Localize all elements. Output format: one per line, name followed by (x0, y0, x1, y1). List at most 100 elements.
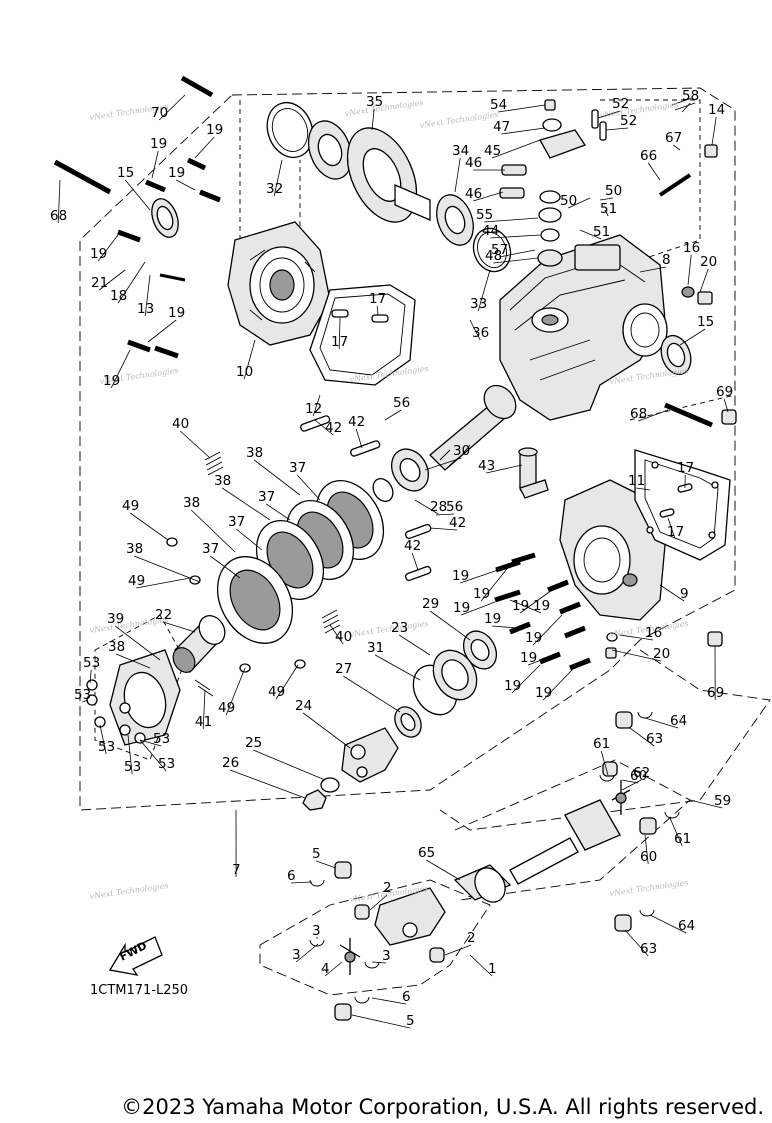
leader-35 (371, 108, 375, 131)
callout-63: 63 (646, 731, 663, 747)
leader-43 (486, 464, 523, 474)
leader-23 (398, 634, 431, 656)
callout-56: 56 (446, 499, 463, 515)
callout-50: 50 (560, 193, 577, 209)
leader-40 (179, 430, 211, 459)
leader-19 (110, 349, 131, 389)
leader-19 (461, 601, 496, 616)
callout-33: 33 (470, 296, 487, 312)
callout-19: 19 (103, 373, 120, 389)
leader-19 (97, 234, 119, 262)
callout-30: 30 (453, 443, 470, 459)
callout-59: 59 (714, 793, 731, 809)
leader-26 (230, 769, 306, 799)
callout-5: 5 (312, 846, 321, 862)
callout-16: 16 (683, 240, 700, 256)
sleeve-31 (412, 649, 478, 716)
leader-51 (579, 229, 602, 240)
callout-68: 68 (50, 208, 67, 224)
leader-45 (492, 139, 541, 159)
leader-19 (511, 664, 541, 694)
callout-42: 42 (449, 515, 466, 531)
callout-37: 37 (258, 489, 275, 505)
callout-34: 34 (452, 143, 469, 159)
leader-50 (599, 197, 614, 201)
callout-15: 15 (697, 314, 714, 330)
gear-case-cover (559, 479, 666, 621)
callout-56: 56 (393, 395, 410, 411)
leader-53 (127, 734, 133, 775)
leader-42 (429, 527, 458, 531)
callout-19: 19 (90, 246, 107, 262)
front-cover (227, 221, 331, 346)
leader-33 (477, 269, 491, 312)
callout-65: 65 (418, 845, 435, 861)
bearing-29 (462, 630, 498, 670)
leader-53 (99, 724, 107, 755)
leader-38 (190, 509, 236, 553)
shift-linkage-parts (499, 97, 737, 659)
callout-38: 38 (246, 445, 263, 461)
leader-29 (429, 610, 471, 641)
leader-65 (425, 859, 461, 881)
callout-26: 26 (222, 755, 239, 771)
callout-53: 53 (124, 759, 141, 775)
leader-56 (435, 513, 455, 516)
leader-37 (235, 528, 263, 551)
callout-25: 25 (245, 735, 262, 751)
callout-36: 36 (472, 325, 489, 341)
leader-48 (493, 257, 539, 264)
leader-38 (116, 653, 151, 669)
leader-19 (151, 150, 159, 179)
callout-4: 4 (321, 961, 330, 977)
leader-19 (147, 319, 177, 343)
leader-3 (371, 961, 387, 964)
callout-3: 3 (312, 923, 321, 939)
callout-19: 19 (512, 598, 529, 614)
callout-19: 19 (473, 586, 490, 602)
leader-11 (636, 487, 651, 491)
diagram-code: 1CTM171-L250 (90, 983, 188, 998)
callout-67: 67 (665, 130, 682, 146)
callout-60: 60 (630, 768, 647, 784)
callout-19: 19 (535, 685, 552, 701)
leader-20 (699, 268, 709, 293)
callout-9: 9 (680, 586, 689, 602)
leader-49 (129, 512, 169, 541)
leader-15 (679, 328, 706, 346)
leader-50 (568, 197, 591, 209)
leader-53 (89, 669, 92, 684)
bolts (53, 75, 713, 671)
callout-57: 57 (491, 242, 508, 258)
callout-53: 53 (158, 756, 175, 772)
callout-38: 38 (126, 541, 143, 557)
oil-seals-15 (151, 198, 692, 376)
leader-42 (314, 419, 334, 436)
callout-20: 20 (653, 646, 670, 662)
callout-44: 44 (482, 223, 499, 239)
callout-40: 40 (335, 629, 352, 645)
leader-28 (414, 499, 439, 515)
leader-62 (621, 779, 642, 791)
callout-19: 19 (168, 165, 185, 181)
callout-53: 53 (98, 739, 115, 755)
callout-24: 24 (295, 698, 312, 714)
callout-19: 19 (484, 611, 501, 627)
leader-19 (492, 625, 519, 629)
callout-1: 1 (488, 961, 497, 977)
callout-62: 62 (633, 765, 650, 781)
callout-5: 5 (406, 1013, 415, 1029)
leader-40 (329, 624, 344, 645)
callout-19: 19 (504, 678, 521, 694)
leader-37 (209, 555, 241, 579)
leader-19 (480, 564, 511, 602)
callout-49: 49 (268, 684, 285, 700)
callout-2: 2 (383, 880, 392, 896)
callout-41: 41 (195, 714, 212, 730)
leader-19 (519, 589, 553, 614)
leader-53 (139, 739, 162, 747)
leader-27 (342, 675, 401, 713)
callout-48: 48 (485, 248, 502, 264)
callout-51: 51 (593, 224, 610, 240)
